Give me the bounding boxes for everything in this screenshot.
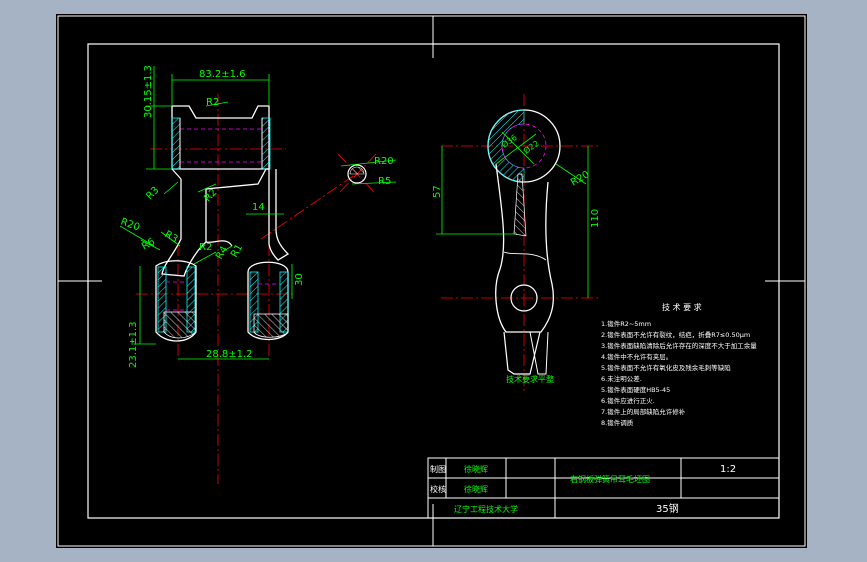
- lever-body: [495, 163, 555, 375]
- dim-r4: R4: [214, 244, 230, 261]
- dim-height-110: 110: [590, 209, 601, 228]
- tech-line: 7.锻件上的局部缺陷允许修补: [601, 407, 686, 416]
- right-view: 57 110 R20 Ø36 Ø22 技术要求平整: [432, 94, 601, 394]
- cad-viewport[interactable]: 83.2±1.6 30.15±1.3 R2 R3 R2 R20 R6 R3 R2…: [56, 14, 807, 548]
- dim-top-height: 30.15±1.3: [143, 65, 154, 118]
- dim-detail-r5: R5: [378, 176, 391, 187]
- dim-height-30: 30: [294, 273, 305, 286]
- title-block: 制图 徐晓辉 校核 徐晓辉 右钢板弹簧吊耳毛坯图 1:2 辽宁工程技术大学 35…: [427, 457, 780, 519]
- dim-detail-r20: R20: [374, 156, 394, 167]
- dim-r3: R3: [144, 185, 161, 202]
- tech-line: 3.锻件表面缺陷清除后允许存在的深度不大于加工余量: [601, 341, 757, 350]
- title-row2-name: 徐晓辉: [464, 484, 488, 494]
- tech-title: 技 术 要 求: [662, 302, 702, 312]
- dim-width-14: 14: [252, 202, 265, 213]
- detail-circle: [347, 164, 367, 184]
- right-view-note: 技术要求平整: [506, 374, 554, 384]
- tech-line: 5.锻件表面不允许有氧化皮及残余毛刺等缺陷: [601, 363, 731, 372]
- material: 35钢: [656, 502, 679, 515]
- bottom-right-boss: [247, 261, 289, 341]
- dim-r3b: R3: [163, 229, 180, 245]
- dim-height-57: 57: [432, 185, 443, 198]
- title-row2-label: 校核: [430, 484, 446, 494]
- tech-lines: 1.锻件R2~5mm 2.锻件表面不允许有裂纹，结疤，折叠R7≤0.50μm 3.锻…: [601, 319, 757, 427]
- title-row1-name: 徐晓辉: [464, 464, 488, 474]
- tech-requirements-block: 技 术 要 求 1.锻件R2~5mm 2.锻件表面不允许有裂纹，结疤，折叠R7≤0…: [601, 302, 757, 427]
- dim-r20: R20: [119, 216, 141, 233]
- tech-line: 8.锻件调质: [601, 418, 634, 427]
- dim-bottom-width: 28.8±1.2: [206, 349, 253, 360]
- tech-line: 1.锻件R2~5mm: [601, 319, 651, 328]
- right-centerlines: [441, 94, 601, 394]
- drawing-sheet[interactable]: 83.2±1.6 30.15±1.3 R2 R3 R2 R20 R6 R3 R2…: [56, 14, 807, 548]
- tech-line: 5.锻件表面硬度HB5-45: [601, 385, 670, 394]
- title-row1-label: 制图: [430, 464, 446, 474]
- dim-r2-low: R2: [199, 242, 212, 253]
- left-dimension-lines: [119, 66, 397, 360]
- tech-line: 4.锻件中不允许有夹层。: [601, 352, 672, 361]
- tech-line: 6.未注明公差.: [601, 374, 642, 383]
- top-boss: [171, 105, 271, 170]
- dim-r2-mid: R2: [202, 187, 219, 204]
- tech-line: 2.锻件表面不允许有裂纹，结疤，折叠R7≤0.50μm: [601, 330, 750, 339]
- right-dimension-lines: [436, 131, 589, 298]
- scale-value: 1:2: [720, 464, 736, 475]
- dim-r2-top: R2: [206, 97, 219, 108]
- dim-top-width: 83.2±1.6: [199, 69, 246, 80]
- frame-tick-marks: [58, 16, 805, 546]
- drawing-title: 右钢板弹簧吊耳毛坯图: [570, 474, 650, 484]
- left-view: 83.2±1.6 30.15±1.3 R2 R3 R2 R20 R6 R3 R2…: [119, 65, 397, 484]
- bottom-left-boss: [155, 260, 197, 342]
- tech-line: 6.锻件应进行正火.: [601, 396, 655, 405]
- dim-bottom-height: 23.1±1.3: [128, 321, 139, 368]
- school-name: 辽宁工程技术大学: [454, 504, 518, 514]
